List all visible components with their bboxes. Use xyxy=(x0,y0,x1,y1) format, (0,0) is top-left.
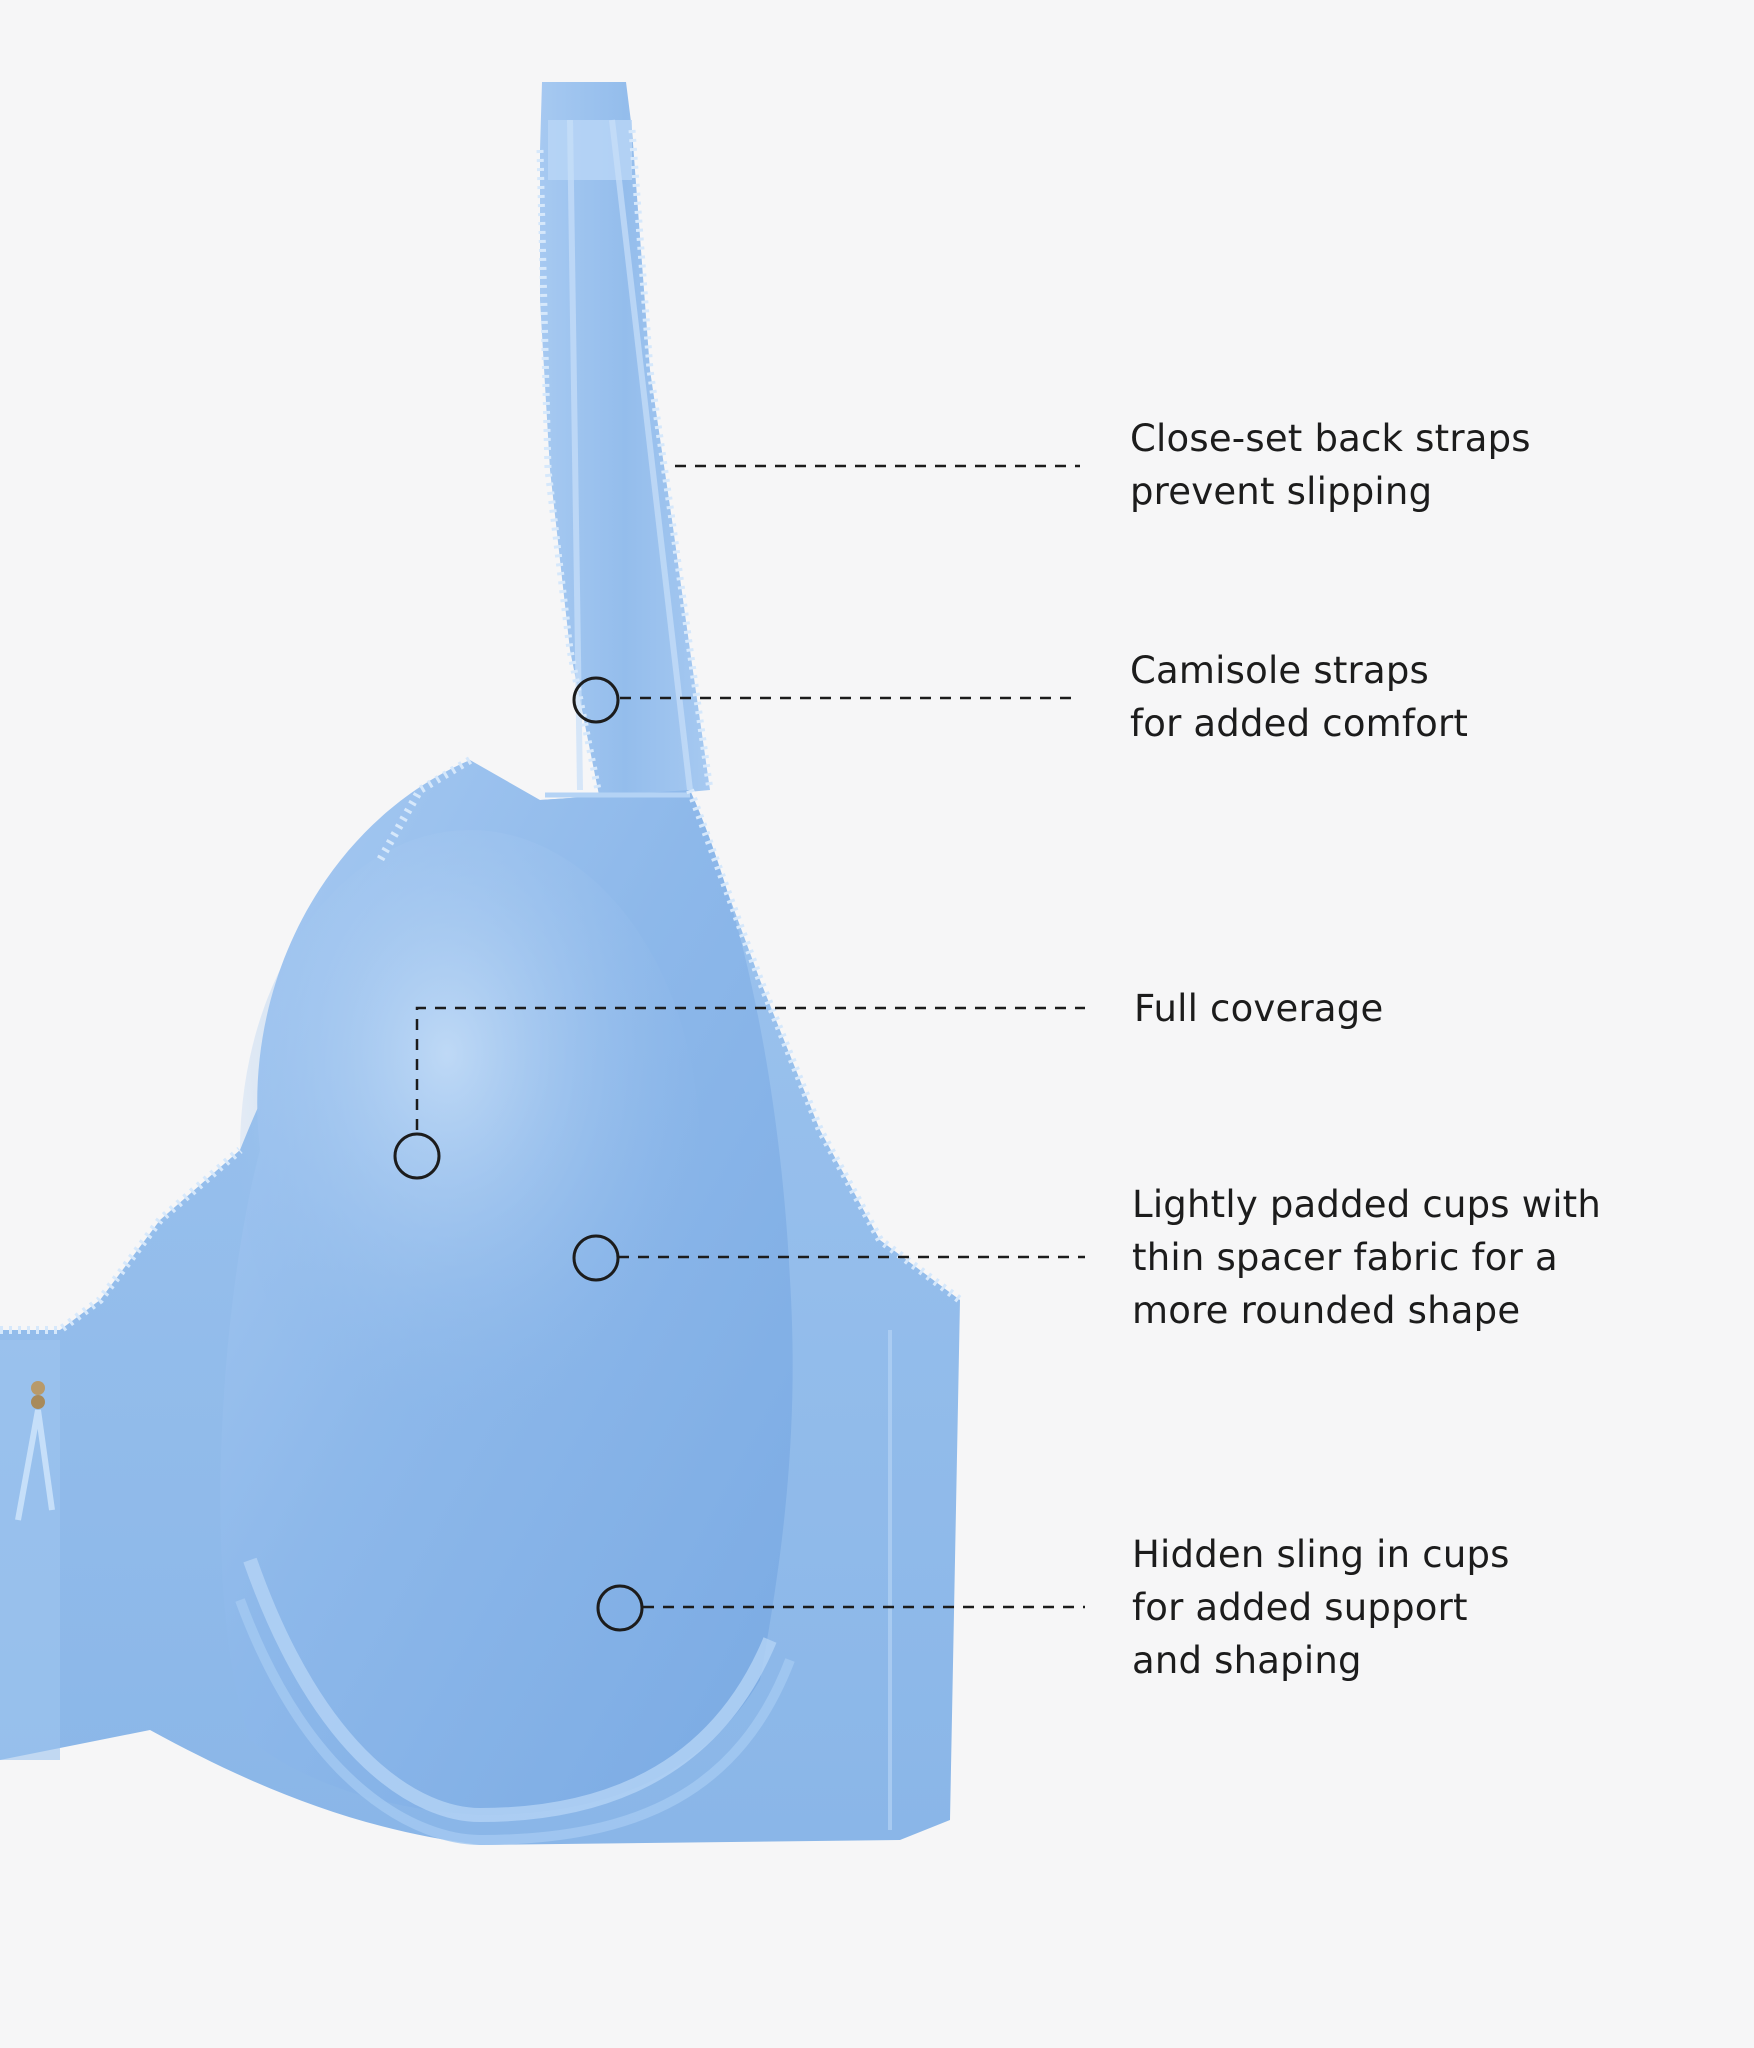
bow-icon xyxy=(15,1381,55,1521)
marker-camisole-straps xyxy=(572,676,620,724)
callout-line: Hidden sling in cups xyxy=(1132,1533,1510,1576)
callout-line: for added comfort xyxy=(1130,702,1469,745)
callout-line: prevent slipping xyxy=(1130,470,1433,513)
callout-lines xyxy=(415,464,1085,1609)
callout-padded-cups: Lightly padded cups with thin spacer fab… xyxy=(1132,1178,1732,1337)
callout-hidden-sling: Hidden sling in cups for added support a… xyxy=(1132,1528,1732,1687)
callout-line: Full coverage xyxy=(1134,987,1384,1030)
callout-full-coverage: Full coverage xyxy=(1134,982,1734,1035)
strap xyxy=(536,82,714,801)
callout-line: Camisole straps xyxy=(1130,649,1429,692)
callout-line: thin spacer fabric for a xyxy=(1132,1236,1558,1279)
callout-back-straps: Close-set back straps prevent slipping xyxy=(1130,412,1730,518)
marker-full-coverage xyxy=(393,1132,441,1180)
bra-body xyxy=(0,756,963,1846)
leader-full-coverage xyxy=(415,1006,1085,1130)
callout-line: Close-set back straps xyxy=(1130,417,1531,460)
marker-padded-cups xyxy=(572,1234,620,1282)
callout-markers xyxy=(393,676,644,1632)
callout-line: Lightly padded cups with xyxy=(1132,1183,1602,1226)
callout-line: for added support xyxy=(1132,1586,1468,1629)
callout-line: and shaping xyxy=(1132,1639,1362,1682)
callout-line: more rounded shape xyxy=(1132,1289,1521,1332)
marker-hidden-sling xyxy=(596,1584,644,1632)
callout-camisole-straps: Camisole straps for added comfort xyxy=(1130,644,1730,750)
